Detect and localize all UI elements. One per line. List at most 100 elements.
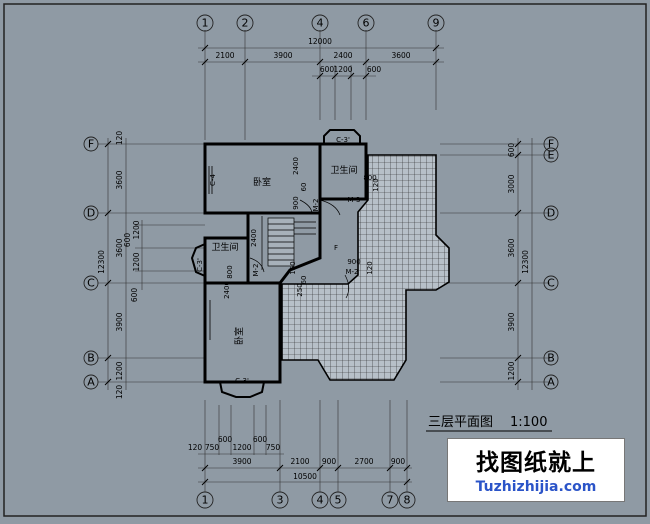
dim-note: 800 (226, 265, 234, 278)
dim-note: 2400 (292, 157, 300, 175)
door-code: M-2 (252, 263, 260, 276)
axis-label-left: F (88, 138, 94, 151)
dim-note: 900 (347, 258, 360, 266)
dim-top: 3900 (273, 51, 292, 60)
dim-right: 3600 (507, 238, 516, 257)
door-code: M-2 (345, 268, 358, 276)
dim-left-inner: 600 (130, 288, 139, 303)
dim-note: 800 (363, 174, 376, 182)
dim-right-total: 12300 (521, 250, 530, 274)
dim-left: 120 (115, 131, 124, 146)
axis-label-bottom: 4 (317, 494, 324, 507)
axis-label-bottom: 8 (404, 494, 411, 507)
axis-label-right: D (547, 207, 555, 220)
door-code: M-3 (347, 196, 360, 204)
dim-bottom-sub: 1200 (232, 443, 251, 452)
stair-up-mark: F (334, 244, 338, 252)
axis-label-top: 2 (242, 17, 249, 30)
axis-label-right: A (547, 376, 555, 389)
axis-label-left: B (87, 352, 95, 365)
dim-bottom-sub: 120 (188, 443, 203, 452)
dim-left: 3900 (115, 312, 124, 331)
axis-label-bottom: 7 (387, 494, 394, 507)
dim-right: 600 (507, 143, 516, 158)
dim-note: 120 (372, 178, 380, 191)
drawing-frame (3, 3, 647, 517)
drawing-title: 三层平面图 (428, 415, 493, 430)
window-lines (208, 166, 213, 340)
window-code: C-3' (196, 258, 204, 272)
watermark-box: 找图纸就上 Tuzhizhijia.com (447, 438, 625, 502)
axis-label-bottom: 5 (335, 494, 342, 507)
axis-label-bottom: 3 (277, 494, 284, 507)
room-label-bathroom: 卫生间 (211, 241, 238, 253)
bay-windows (190, 129, 361, 398)
dim-top-total: 12000 (308, 37, 332, 46)
dim-note: 900 (292, 196, 300, 209)
dim-left-inner: 1200 (132, 220, 141, 239)
door-swings (249, 199, 350, 299)
dim-bottom-sub: 600 (253, 435, 268, 444)
axis-label-right: F (548, 138, 554, 151)
door-code: M-2 (312, 198, 320, 211)
dim-note: 250 (296, 283, 304, 296)
dim-top-sub: 600 (320, 65, 335, 74)
dim-top: 3600 (391, 51, 410, 60)
dim-note: 2400 (250, 229, 258, 247)
watermark-text: 找图纸就上 (476, 450, 596, 476)
dim-bottom-sub: 600 (218, 435, 233, 444)
dim-left: 120 (115, 385, 124, 400)
dimension-lines (107, 47, 533, 483)
terrace-area (281, 154, 450, 381)
dim-note: 60 (300, 276, 308, 285)
floor-plan-walls (203, 142, 368, 384)
dim-left: 1200 (115, 361, 124, 380)
dim-bottom: 2100 (290, 457, 309, 466)
axis-bubbles (83, 14, 559, 509)
watermark-url: Tuzhizhijia.com (475, 479, 597, 495)
dim-bottom: 900 (391, 457, 406, 466)
drawing-scale: 1:100 (510, 415, 547, 430)
dim-bottom-sub: 750 (266, 443, 281, 452)
axis-label-left: D (87, 207, 95, 220)
dim-top: 2100 (215, 51, 234, 60)
dim-top: 2400 (333, 51, 352, 60)
dim-note: 60 (300, 183, 308, 192)
dim-bottom: 3900 (232, 457, 251, 466)
window-code: C-4 (209, 174, 217, 186)
dim-bottom-total: 10500 (293, 472, 317, 481)
grid-lines (98, 30, 550, 492)
dim-bottom-sub: 750 (205, 443, 220, 452)
dim-bottom: 900 (322, 457, 337, 466)
room-label-bedroom: 卧室 (253, 176, 271, 188)
dim-top-sub: 600 (367, 65, 382, 74)
dim-note: 150 (289, 261, 297, 274)
staircase (261, 216, 316, 270)
dim-bottom: 2700 (354, 457, 373, 466)
window-code: C-3' (336, 136, 350, 144)
dim-right: 3900 (507, 312, 516, 331)
axis-label-left: A (87, 376, 95, 389)
dim-left-inner: 1200 (132, 252, 141, 271)
window-code: C-3' (235, 377, 249, 385)
dimension-ticks (104, 44, 522, 486)
axis-label-top: 1 (202, 17, 209, 30)
room-label-bedroom: 卧室 (233, 327, 245, 345)
axis-label-top: 6 (363, 17, 370, 30)
axis-label-top: 9 (433, 17, 440, 30)
dim-left-inner: 600 (123, 233, 132, 248)
dim-note: 120 (366, 261, 374, 274)
dim-note: 2400 (223, 281, 231, 299)
axis-label-left: C (87, 277, 95, 290)
axis-label-right: B (547, 352, 555, 365)
dim-right: 1200 (507, 361, 516, 380)
axis-label-right: E (548, 149, 555, 162)
axis-label-bottom: 1 (202, 494, 209, 507)
room-label-bathroom: 卫生间 (330, 164, 357, 176)
dim-left: 3600 (115, 170, 124, 189)
axis-label-top: 4 (317, 17, 324, 30)
dim-right: 3000 (507, 174, 516, 193)
dim-top-sub: 1200 (333, 65, 352, 74)
